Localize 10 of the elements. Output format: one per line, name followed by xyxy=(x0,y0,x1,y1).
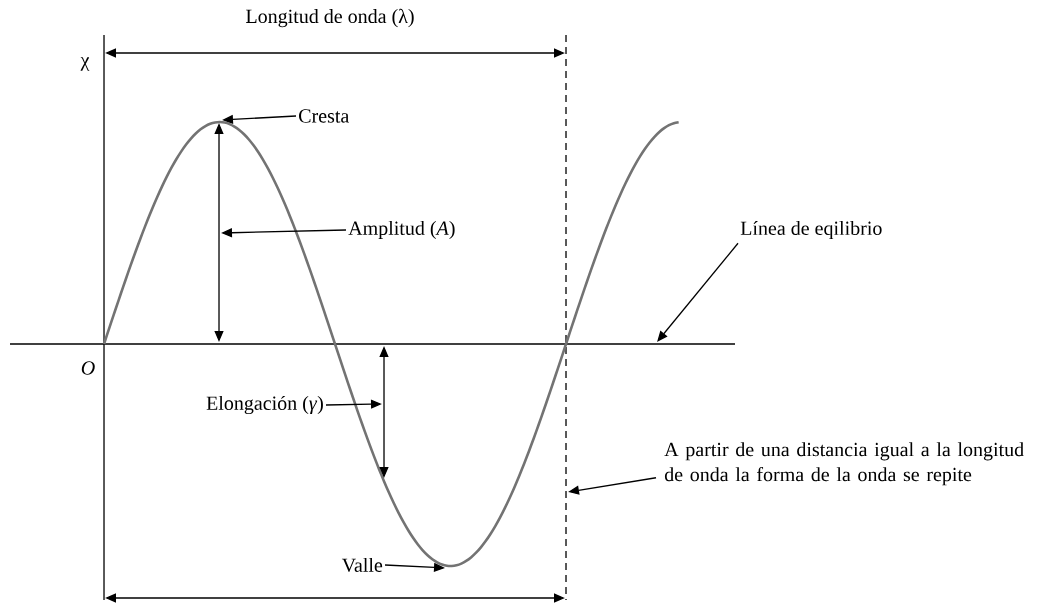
axis-label: χ xyxy=(80,57,90,71)
origin-label: O xyxy=(81,361,95,375)
amplitude-label: Amplitud (A) xyxy=(348,220,455,240)
leader-line xyxy=(657,242,739,342)
elongation-label: Elongación (γ) xyxy=(206,395,323,415)
crest-label: Cresta xyxy=(299,109,349,123)
repeat-note: A partir de una distancia igual a la longitud de onda la forma de la onda se repite xyxy=(664,442,1024,486)
trough-label: Valle xyxy=(341,557,383,573)
dimension-label: Longitud de onda (λ) xyxy=(246,8,414,28)
equilibrium-label: Línea de eqilibrio xyxy=(740,220,882,240)
